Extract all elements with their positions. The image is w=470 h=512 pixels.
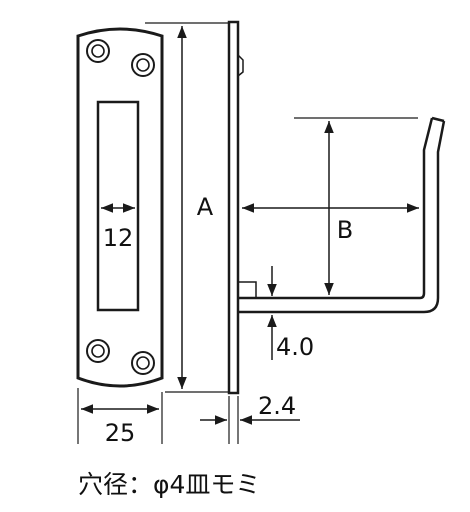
slot-width-label: 12 [103, 224, 134, 252]
side-plate-profile [227, 20, 240, 395]
screw-hole-top-right [131, 53, 155, 77]
arm-thickness-label: 4.0 [276, 333, 314, 361]
hook-arm-inner [238, 120, 446, 314]
plate-thickness-label: 2.4 [258, 392, 296, 420]
hole-diameter-note: 穴径：φ4皿モミ [78, 470, 260, 499]
plate-width-label: 25 [105, 419, 136, 447]
strike-slot [96, 100, 140, 312]
screw-hole-bottom-right [131, 351, 155, 375]
front-plate-outline [76, 27, 164, 388]
height-label: A [197, 193, 214, 221]
arm-length-label: B [337, 216, 353, 244]
screw-hole-bottom-left [86, 339, 110, 363]
side-plate-detail-top [237, 54, 244, 77]
hook-arm [238, 117, 434, 300]
screw-hole-top-left [86, 39, 110, 63]
side-plate-detail-bottom [238, 281, 257, 298]
hook-tip [431, 116, 445, 123]
